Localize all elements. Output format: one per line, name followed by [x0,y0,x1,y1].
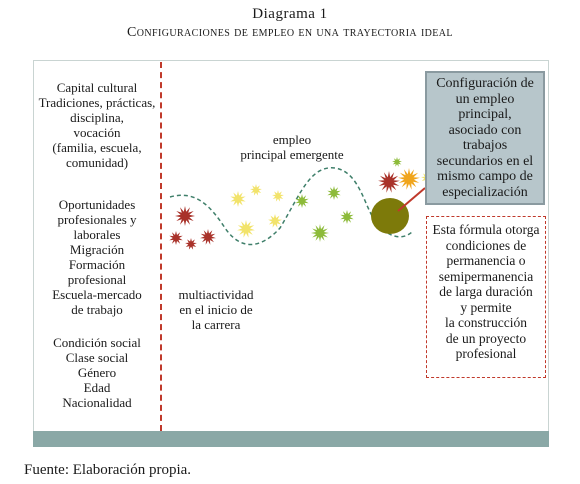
activity-star-icon [327,186,341,200]
box-line: trabajos [462,138,508,153]
box-line: especialización [442,184,528,200]
box-line: Esta fórmula otorga [432,222,540,237]
box-line: la construcción [444,315,528,330]
activity-star-icon [268,214,282,228]
box-line: un empleo [455,91,515,107]
activity-star-icon [340,210,354,224]
box-line: Configuración de [436,76,534,91]
label-line: en el inicio de [179,302,253,317]
box-line: de larga duración [439,284,533,299]
left-line: Clase social [65,350,129,365]
activity-markers [169,157,433,250]
box-line: principal, [458,107,512,122]
activity-star-icon [392,157,402,167]
label-line: empleo [272,132,312,147]
activity-star-icon [200,229,216,245]
left-group-opportunities: Oportunidades profesionales y laborales … [36,197,158,317]
label-line: principal emergente [240,147,344,162]
left-line: Oportunidades [58,197,136,212]
left-group-cultural: Capital cultural Tradiciones, prácticas,… [36,80,158,170]
activity-star-icon [230,191,246,207]
activity-star-icon [250,184,262,196]
left-line: Formación [68,257,126,272]
pointer-line [397,187,426,212]
box-employment-configuration: Configuración de un empleo principal, as… [425,71,545,205]
left-line: profesionales y [57,212,137,227]
left-line: Edad [83,380,111,395]
left-line: profesional [67,272,127,287]
box-line: secundarios en el [436,153,534,169]
left-group-social: Condición social Clase social Género Eda… [36,335,158,410]
activity-star-icon [272,190,284,202]
activity-star-icon [378,171,400,193]
box-line: condiciones de [445,237,527,253]
diagram-number: Diagrama 1 [252,6,328,22]
left-line: de trabajo [71,302,123,317]
left-line: (familia, escuela, [52,140,142,155]
activity-star-icon [398,168,420,190]
left-line: Capital cultural [56,80,138,95]
activity-star-icon [185,238,197,250]
label-emergent-employment: empleo principal emergente [222,132,362,162]
box-formula-description: Esta fórmula otorga condiciones de perma… [426,216,546,378]
label-multiactivity: multiactividad en el inicio de la carrer… [160,287,272,332]
box-line: semipermanencia [438,268,534,284]
activity-star-icon [311,224,329,242]
frame-bottom-bar [33,431,549,447]
box-line: y permite [460,299,512,315]
label-line: multiactividad [178,287,254,302]
left-line: Nacionalidad [62,395,132,410]
left-line: laborales [73,227,121,242]
box-line: mismo campo de [437,169,533,184]
left-line: Condición social [53,335,141,350]
label-line: la carrera [191,317,241,332]
box-line: asociado con [448,122,522,138]
left-line: vocación [73,125,121,140]
left-line: comunidad) [65,155,129,170]
column-separator [160,62,162,431]
source-note: Fuente: Elaboración propia. [24,462,192,478]
left-line: Escuela-mercado [52,287,142,302]
diagram-title: Configuraciones de empleo en una trayect… [127,25,453,40]
main-employment-circle [371,198,409,234]
left-line: Migración [69,242,125,257]
activity-star-icon [169,231,183,245]
activity-star-icon [237,220,255,238]
box-line: permanencia o [446,253,526,268]
box-line: profesional [455,346,517,361]
left-line: disciplina, [70,110,124,125]
activity-star-icon [295,194,309,208]
left-line: Tradiciones, prácticas, [38,95,156,110]
activity-star-icon [175,206,195,226]
left-line: Género [77,365,117,380]
box-line: de un proyecto [445,330,527,346]
